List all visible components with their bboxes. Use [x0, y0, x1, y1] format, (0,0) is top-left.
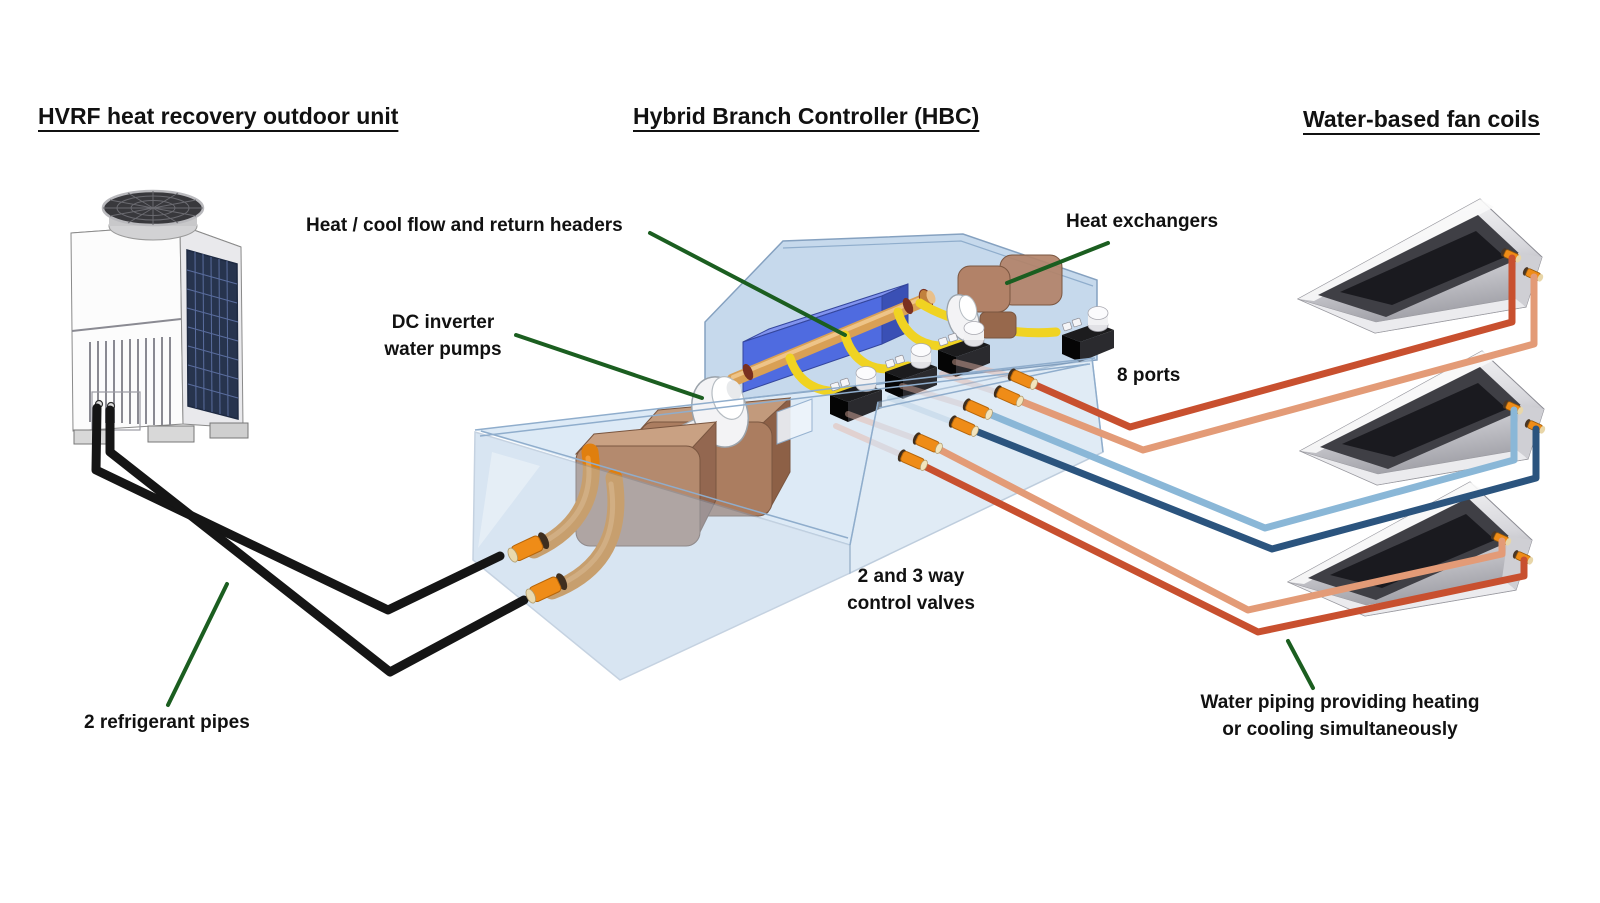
flow-return-header: [726, 288, 936, 387]
water-pipe-cool-return-2: [959, 422, 1540, 553]
outdoor-unit-front: [70, 224, 184, 432]
fan-coil-unit-1: [1297, 198, 1546, 334]
vent-slats-icon: [71, 318, 182, 425]
leader-lines: [166, 231, 1315, 707]
label-water-piping: Water piping providing heating or coolin…: [1200, 689, 1479, 743]
refrigerant-pipes: [91, 403, 568, 677]
label-heat-exchangers: Heat exchangers: [1066, 211, 1219, 232]
water-pipe-hot-return-3: [923, 439, 1506, 614]
label-water-pumps: DC inverter water pumps: [384, 309, 501, 363]
condenser-coil-icon: [186, 249, 239, 420]
label-headers: Heat / cool flow and return headers: [306, 215, 623, 236]
fan-icon: [101, 189, 205, 241]
outdoor-unit-illustration: [70, 189, 249, 445]
label-refrigerant-pipes: 2 refrigerant pipes: [84, 712, 250, 733]
leader-pumps: [514, 333, 704, 400]
glass-reflection: [478, 452, 540, 548]
label-water-piping-line2: or cooling simultaneously: [1222, 719, 1458, 740]
leader-refrigerant-pipes: [166, 582, 229, 707]
refrigerant-pipe-2: [105, 405, 529, 677]
heading-fan-coils: Water-based fan coils: [1303, 106, 1540, 132]
refrigerant-connector-icon: [525, 573, 568, 604]
water-pipe-hot-supply-3: [908, 456, 1528, 636]
leader-heat-exchangers: [1005, 241, 1110, 285]
label-water-pumps-line2: water pumps: [384, 339, 502, 360]
leader-water-piping: [1286, 639, 1315, 690]
refrigerant-pipe-1: [91, 403, 505, 615]
label-water-piping-line1: Water piping providing heating: [1200, 692, 1480, 713]
label-water-pumps-line1: DC inverter: [391, 312, 495, 333]
hbc-enclosure: [472, 233, 1115, 681]
water-pipe-hot-return-1: [1004, 273, 1538, 454]
water-pipe-cool-supply-2: [973, 405, 1518, 532]
water-pipe-hot-supply-1: [1018, 254, 1516, 431]
hbc-rim-edges: [474, 357, 1104, 546]
wall-cutout: [776, 398, 813, 445]
label-control-valves-line1: 2 and 3 way: [857, 566, 965, 587]
heading-outdoor-unit: HVRF heat recovery outdoor unit: [38, 103, 399, 129]
label-ports: 8 ports: [1117, 365, 1181, 386]
water-piping: [908, 254, 1540, 636]
refrigerant-connector-icon: [507, 532, 550, 563]
heading-hbc: Hybrid Branch Controller (HBC): [633, 103, 980, 129]
hbc-glass-left: [472, 430, 851, 681]
leader-headers: [648, 231, 847, 337]
access-panel: [91, 391, 141, 431]
label-control-valves: 2 and 3 way control valves: [847, 563, 975, 617]
label-control-valves-line2: control valves: [847, 593, 975, 614]
